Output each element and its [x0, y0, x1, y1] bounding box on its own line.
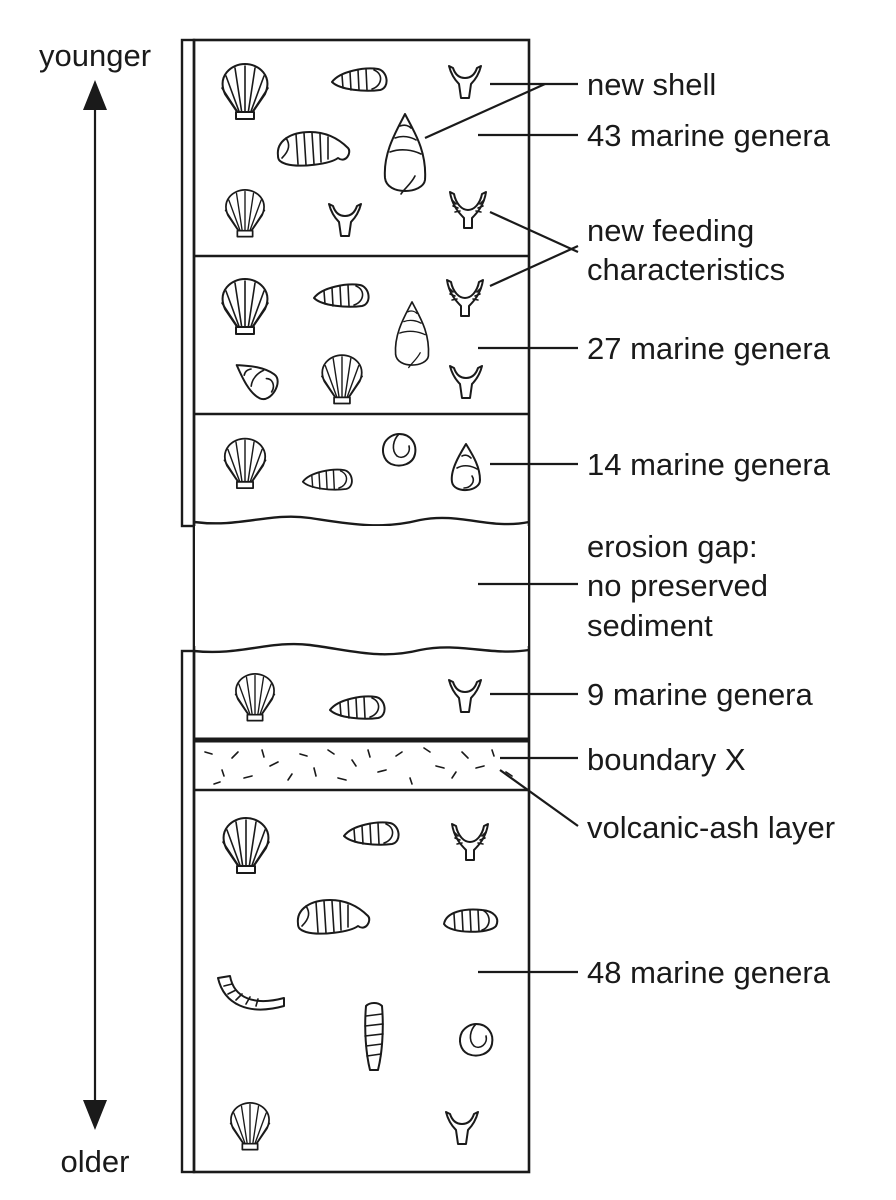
- arrow-down-icon: [83, 1100, 107, 1130]
- feeding-crinoid-icon: [449, 191, 487, 229]
- time-axis: younger older: [39, 38, 151, 1179]
- upper-side-strip: [180, 38, 196, 528]
- new-feeding-label-line1: new feeding: [587, 213, 754, 248]
- cone-shell-icon: [383, 113, 427, 195]
- genera-14-label: 14 marine genera: [587, 447, 831, 482]
- genera-43-label: 43 marine genera: [587, 118, 831, 153]
- erosion-upper-wavy-line: [193, 515, 530, 527]
- snail-icon: [343, 821, 400, 846]
- layer-43-fossils: [221, 63, 487, 238]
- crinoid-icon: [328, 203, 362, 237]
- scallop-icon: [224, 189, 266, 238]
- genera-48-label: 48 marine genera: [587, 955, 831, 990]
- genera-27-label: 27 marine genera: [587, 331, 831, 366]
- scallop-icon: [221, 278, 269, 335]
- scallop-icon: [221, 63, 269, 120]
- snail-icon: [301, 468, 353, 491]
- layer-48-fossils: [217, 817, 499, 1151]
- scallop-icon: [223, 437, 267, 490]
- layer-14-fossils: [223, 433, 481, 492]
- feeding-crinoid-icon: [446, 279, 484, 317]
- new-feeding-label-line2: characteristics: [587, 252, 785, 287]
- younger-label: younger: [39, 38, 151, 73]
- clam-icon: [443, 908, 499, 933]
- erosion-gap-label-line3: sediment: [587, 608, 713, 643]
- volcanic-ash-texture: [204, 747, 513, 785]
- snail-icon: [331, 67, 388, 92]
- stratigraphic-column: [192, 38, 531, 1174]
- labels: new shell 43 marine genera new feeding c…: [587, 67, 835, 990]
- worm-tube-icon: [364, 1002, 384, 1071]
- erosion-gap-label-line1: erosion gap:: [587, 529, 758, 564]
- boundary-x-label: boundary X: [587, 742, 746, 777]
- crinoid-icon: [448, 679, 482, 713]
- new-shell-label: new shell: [587, 67, 716, 102]
- trilobite-icon: [296, 899, 371, 935]
- erosion-gap: [195, 526, 528, 646]
- feeding-crinoid-icon: [451, 823, 489, 861]
- snail-icon: [313, 283, 370, 308]
- erosion-gap-label-line2: no preserved: [587, 568, 768, 603]
- coiled-shell-icon: [382, 433, 417, 467]
- crinoid-icon: [448, 65, 482, 99]
- volcanic-ash-label: volcanic-ash layer: [587, 810, 835, 845]
- leader-lines: [424, 82, 579, 974]
- scallop-icon: [229, 1102, 271, 1151]
- layer-9-fossils: [234, 673, 482, 722]
- older-label: older: [61, 1144, 130, 1179]
- crinoid-icon: [445, 1111, 479, 1145]
- cone-shell-icon: [394, 301, 430, 369]
- scallop-icon: [320, 354, 364, 405]
- worm-tube-icon: [217, 975, 285, 1011]
- crinoid-icon: [449, 365, 483, 399]
- snail-icon: [329, 695, 386, 720]
- spired-shell-icon: [227, 352, 284, 405]
- arrow-up-icon: [83, 80, 107, 110]
- layer-27-fossils: [221, 278, 484, 405]
- spired-shell-icon: [450, 443, 481, 492]
- column-outline: [192, 38, 531, 1174]
- coiled-shell-icon: [459, 1023, 494, 1057]
- scallop-icon: [234, 673, 276, 722]
- trilobite-icon: [276, 131, 351, 167]
- lower-side-strip: [180, 649, 196, 1174]
- scallop-icon: [222, 817, 270, 874]
- erosion-lower-wavy-line: [193, 642, 530, 656]
- genera-9-label: 9 marine genera: [587, 677, 814, 712]
